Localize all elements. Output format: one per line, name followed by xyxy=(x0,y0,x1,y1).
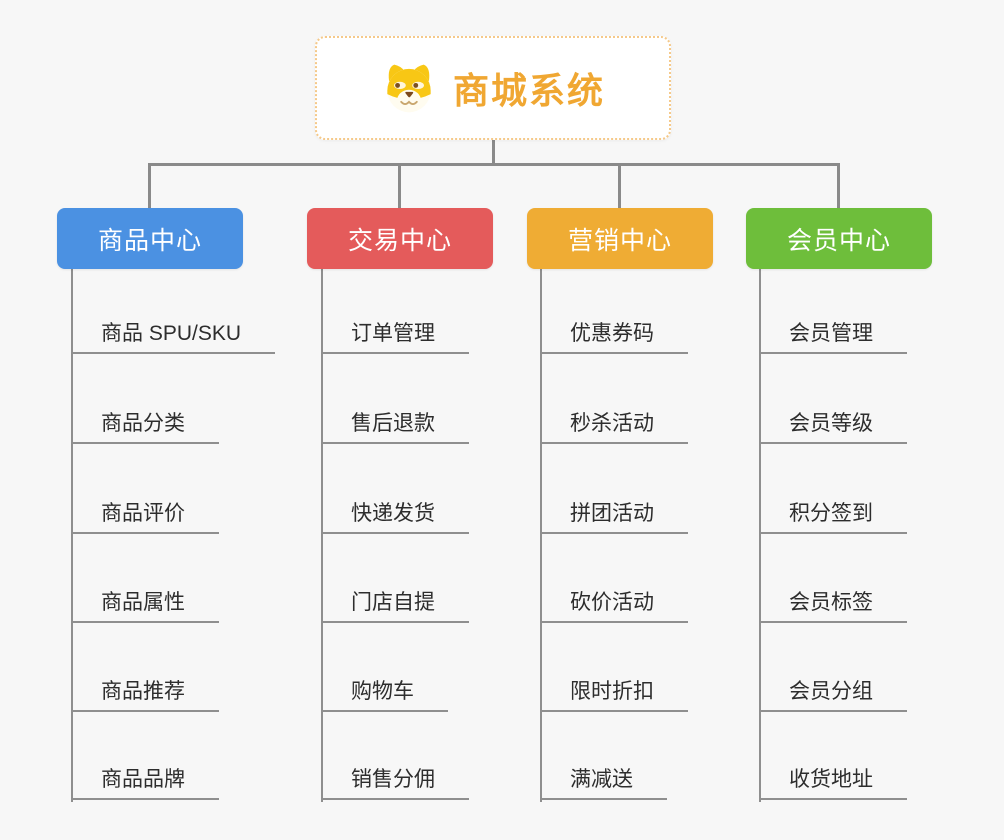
branch-node-marketing-center[interactable]: 营销中心 xyxy=(527,208,713,269)
leaf-node[interactable]: 优惠券码 xyxy=(540,319,688,354)
leaf-node[interactable]: 收货地址 xyxy=(759,765,907,800)
branch-node-trade-center[interactable]: 交易中心 xyxy=(307,208,493,269)
leaf-node[interactable]: 拼团活动 xyxy=(540,499,688,534)
leaf-node[interactable]: 门店自提 xyxy=(321,588,469,623)
leaf-node[interactable]: 砍价活动 xyxy=(540,588,688,623)
connector-drop-member xyxy=(837,163,840,209)
leaf-node[interactable]: 商品评价 xyxy=(71,499,219,534)
root-title: 商城系统 xyxy=(452,70,605,111)
leaf-node[interactable]: 会员等级 xyxy=(759,409,907,444)
connector-bus xyxy=(148,163,840,166)
connector-trunk-marketing xyxy=(540,269,542,802)
leaf-node[interactable]: 商品 SPU/SKU xyxy=(71,319,276,354)
leaf-node[interactable]: 秒杀活动 xyxy=(540,409,688,444)
leaf-node[interactable]: 会员分组 xyxy=(759,677,907,712)
leaf-node[interactable]: 会员管理 xyxy=(759,319,907,354)
leaf-node[interactable]: 售后退款 xyxy=(321,409,469,444)
branch-node-product-center[interactable]: 商品中心 xyxy=(57,208,243,269)
leaf-node[interactable]: 商品品牌 xyxy=(71,765,219,800)
connector-drop-product xyxy=(148,163,151,209)
branch-node-member-center[interactable]: 会员中心 xyxy=(746,208,932,269)
leaf-node[interactable]: 销售分佣 xyxy=(321,765,469,800)
leaf-node[interactable]: 满减送 xyxy=(540,765,667,800)
connector-drop-marketing xyxy=(618,163,621,209)
leaf-node[interactable]: 限时折扣 xyxy=(540,677,688,712)
connector-trunk-member xyxy=(759,269,761,802)
leaf-node[interactable]: 购物车 xyxy=(321,677,448,712)
leaf-node[interactable]: 商品属性 xyxy=(71,588,219,623)
leaf-node[interactable]: 商品推荐 xyxy=(71,677,219,712)
leaf-node[interactable]: 会员标签 xyxy=(759,588,907,623)
connector-root-drop xyxy=(492,139,495,166)
root-node[interactable]: 商城系统 xyxy=(315,36,671,140)
connector-trunk-product xyxy=(71,269,73,802)
connector-drop-trade xyxy=(398,163,401,209)
leaf-node[interactable]: 订单管理 xyxy=(321,319,469,354)
connector-trunk-trade xyxy=(321,269,323,802)
shiba-dog-icon xyxy=(381,62,437,114)
leaf-node[interactable]: 积分签到 xyxy=(759,499,907,534)
leaf-node[interactable]: 快递发货 xyxy=(321,499,469,534)
leaf-node[interactable]: 商品分类 xyxy=(71,409,219,444)
